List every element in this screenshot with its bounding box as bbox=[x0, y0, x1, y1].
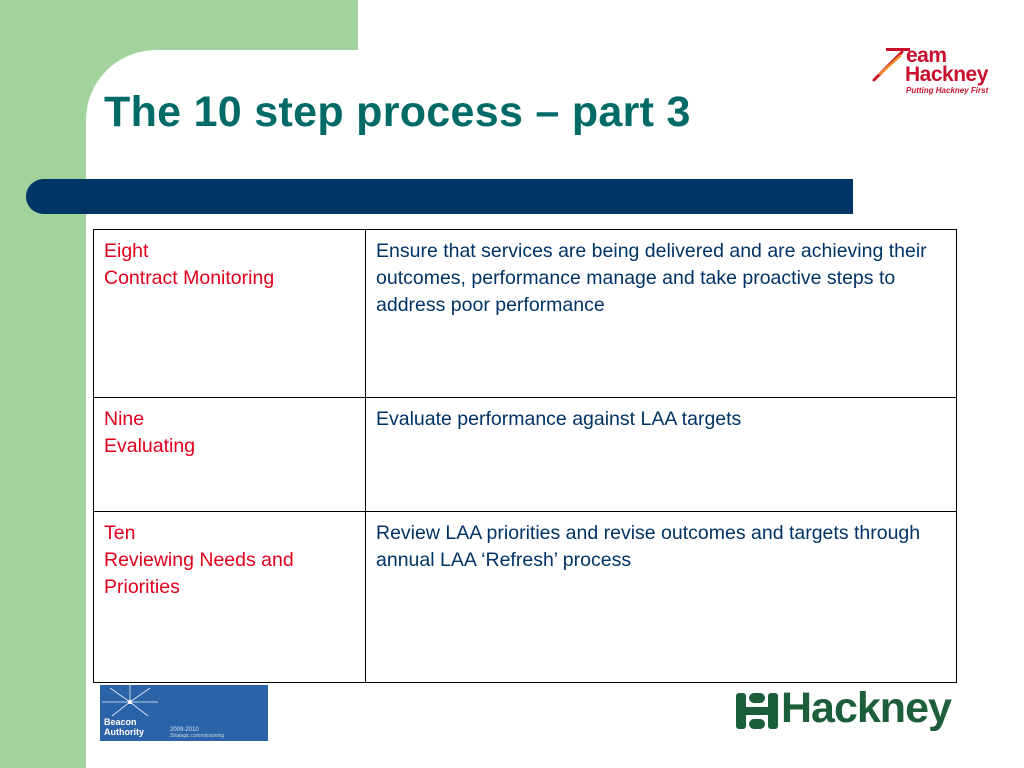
step-description: Evaluate performance against LAA targets bbox=[365, 397, 957, 512]
step-name: Reviewing Needs and Priorities bbox=[104, 549, 294, 598]
step-description: Review LAA priorities and revise outcome… bbox=[365, 511, 957, 683]
team-logo-tagline: Putting Hackney First bbox=[906, 86, 989, 95]
slide-title: The 10 step process – part 3 bbox=[104, 88, 691, 136]
hackney-h-icon bbox=[736, 693, 778, 729]
step-cell: Nine Evaluating bbox=[93, 397, 366, 512]
team-logo-line2: Hackney bbox=[905, 63, 988, 86]
hackney-wordmark: Hackney bbox=[781, 684, 952, 732]
star-icon bbox=[102, 685, 158, 717]
beacon-authority-logo: Beacon Authority 2009-2010 Strategic com… bbox=[100, 685, 268, 741]
beacon-years: 2009-2010 bbox=[170, 727, 199, 733]
step-number: Nine bbox=[104, 408, 145, 430]
table-row: Ten Reviewing Needs and Priorities Revie… bbox=[93, 511, 957, 683]
step-name: Contract Monitoring bbox=[104, 267, 275, 289]
step-description: Ensure that services are being delivered… bbox=[365, 229, 957, 398]
team-logo-line1: eam bbox=[906, 44, 947, 67]
team-arrow-icon bbox=[872, 48, 910, 82]
table-row: Eight Contract Monitoring Ensure that se… bbox=[93, 229, 957, 398]
team-hackney-logo: eam Hackney Putting Hackney First bbox=[872, 44, 1000, 100]
hackney-council-logo: Hackney bbox=[733, 684, 989, 738]
step-cell: Eight Contract Monitoring bbox=[93, 229, 366, 398]
table-row: Nine Evaluating Evaluate performance aga… bbox=[93, 397, 957, 512]
steps-table: Eight Contract Monitoring Ensure that se… bbox=[93, 229, 957, 683]
title-rule-bar bbox=[26, 179, 853, 214]
step-cell: Ten Reviewing Needs and Priorities bbox=[93, 511, 366, 683]
beacon-theme: Strategic commissioning bbox=[170, 733, 225, 739]
step-name: Evaluating bbox=[104, 435, 196, 457]
step-number: Ten bbox=[104, 522, 136, 544]
beacon-line1: Beacon bbox=[104, 717, 137, 727]
beacon-line2: Authority bbox=[104, 727, 144, 737]
step-number: Eight bbox=[104, 240, 149, 262]
